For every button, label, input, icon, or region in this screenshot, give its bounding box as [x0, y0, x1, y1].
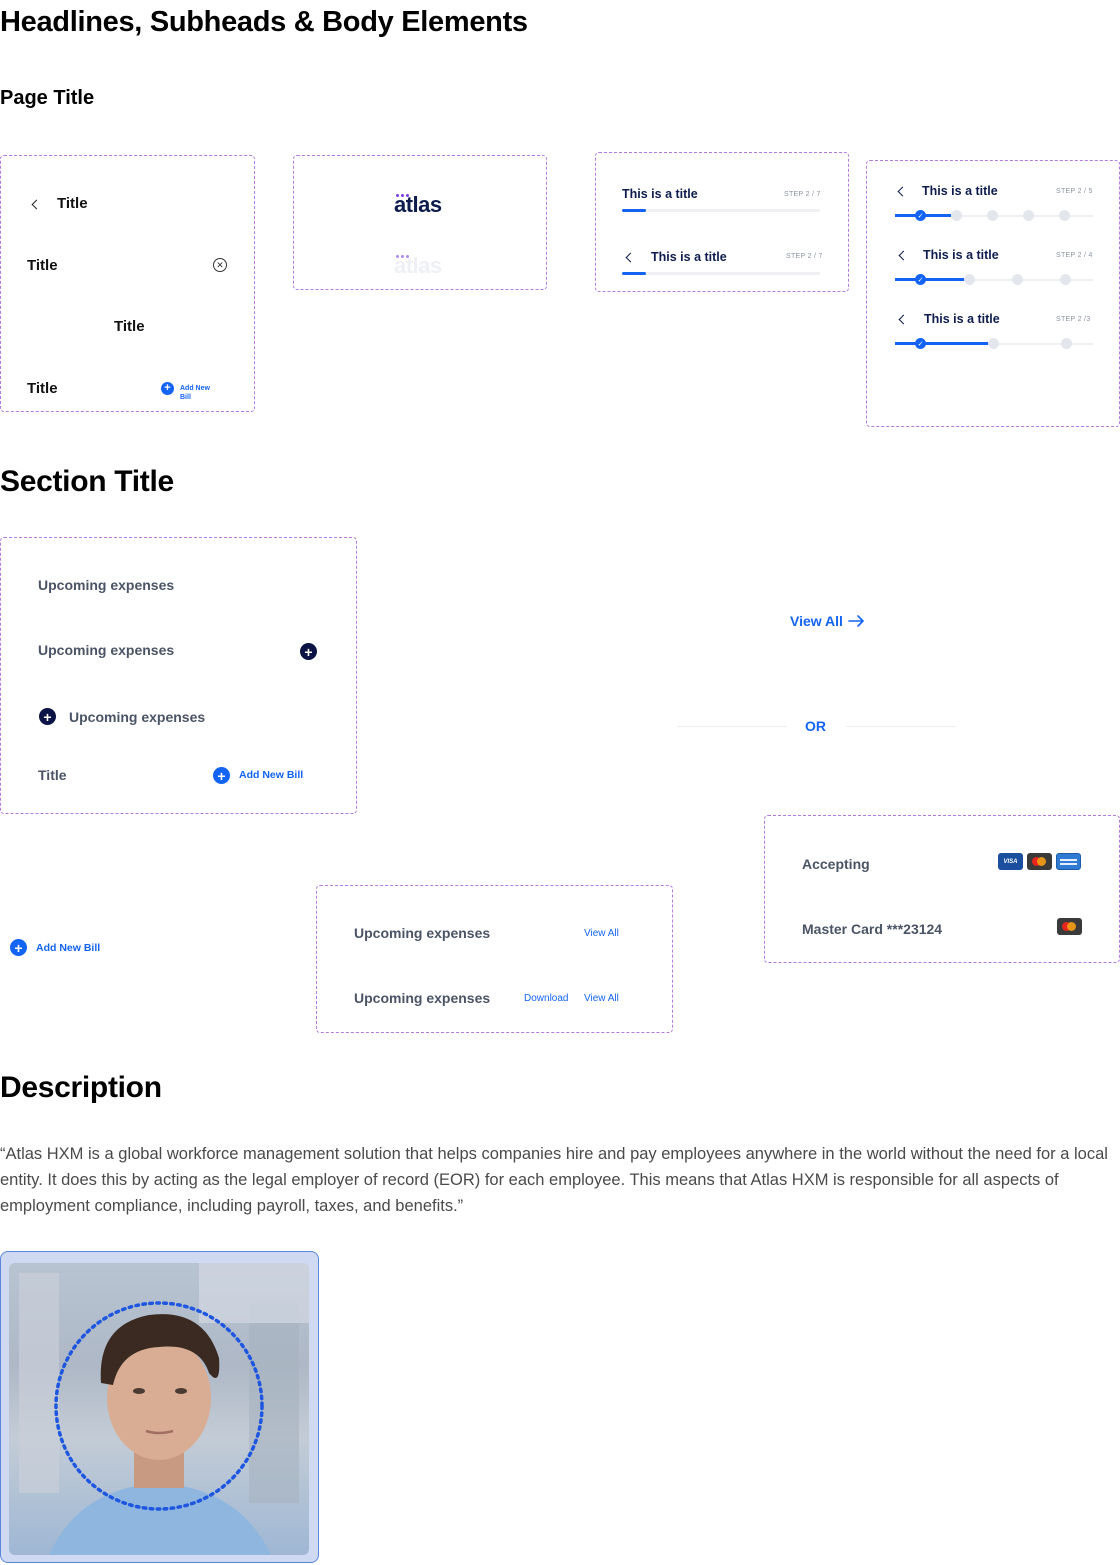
download-link[interactable]: Download [524, 993, 569, 1004]
view-all-link-small[interactable]: View All [584, 928, 619, 939]
atlas-logo-faded: atlas [394, 253, 442, 278]
section-title-frame: Upcoming expenses Upcoming expenses + + … [0, 537, 357, 814]
progress-bar [622, 272, 820, 275]
add-new-bill-label: Add New Bill [36, 941, 101, 954]
close-circle-icon[interactable]: ✕ [213, 258, 227, 272]
page-title-frame: Title Title ✕ Title Title + Add New Bill [0, 155, 255, 412]
logo-dots-faded [396, 255, 409, 258]
main-heading: Headlines, Subheads & Body Elements [0, 6, 528, 38]
page-title-heading: Page Title [0, 87, 95, 109]
title-with-back: Title [57, 195, 88, 212]
step-dot [951, 210, 962, 221]
profile-photo [9, 1263, 309, 1555]
add-bill-plus-icon[interactable]: + [213, 767, 230, 784]
progress-bar-fill [622, 272, 646, 275]
back-chevron-icon[interactable] [31, 199, 42, 210]
stepper-track [895, 279, 1093, 281]
mastercard-icon [1027, 853, 1052, 870]
section-title: Upcoming expenses [354, 925, 491, 941]
avatar-upload-frame[interactable] [0, 1251, 319, 1563]
mastercard-icon [1057, 918, 1082, 935]
logo-dots [396, 194, 409, 197]
stepper-progress [895, 278, 965, 281]
step-dot [964, 274, 975, 285]
divider-line-left [677, 726, 787, 727]
section-title: Upcoming expenses [354, 990, 491, 1006]
back-chevron-icon[interactable] [898, 250, 909, 261]
amex-card-icon [1056, 853, 1081, 870]
or-divider-label: OR [805, 718, 826, 734]
back-chevron-icon[interactable] [897, 186, 908, 197]
step-dot [987, 210, 998, 221]
view-all-label: View All [790, 613, 843, 629]
progress-bar [622, 209, 820, 212]
step-title: This is a title [622, 187, 698, 201]
step-counter: STEP 2 / 7 [786, 253, 823, 260]
progress-bar-fill [622, 209, 646, 212]
person-portrait-illustration [19, 1263, 309, 1555]
step-title-frame: This is a title STEP 2 / 7 This is a tit… [595, 152, 849, 292]
back-chevron-icon[interactable] [898, 314, 909, 325]
step-dot [988, 338, 999, 349]
section-title-heading: Section Title [0, 465, 174, 498]
step-complete-check-icon: ✓ [915, 338, 926, 349]
saved-card-label: Master Card ***23124 [802, 921, 943, 937]
view-all-link[interactable]: View All [790, 613, 865, 629]
step-title-with-back: This is a title [651, 250, 727, 264]
stepper-title: This is a title [924, 312, 1000, 326]
title-with-close: Title [27, 257, 58, 274]
section-title-leading-add: Upcoming expenses [69, 709, 206, 725]
step-counter: STEP 2 /3 [1056, 316, 1091, 323]
step-dot [1060, 274, 1071, 285]
add-new-bill-link[interactable]: Add New Bill [239, 769, 304, 781]
title-with-action: Title [27, 380, 58, 397]
stepper-title: This is a title [922, 184, 998, 198]
accepting-label: Accepting [802, 856, 870, 872]
visa-card-icon: VISA [998, 853, 1023, 870]
step-counter: STEP 2 / 7 [784, 191, 821, 198]
payment-methods-frame: Accepting VISA Master Card ***23124 [764, 815, 1120, 963]
stepper-progress [895, 342, 993, 345]
step-complete-check-icon: ✓ [915, 274, 926, 285]
description-paragraph: “Atlas HXM is a global workforce managem… [0, 1145, 1108, 1215]
add-bill-plus-icon[interactable]: + [161, 382, 174, 395]
description-heading: Description [0, 1071, 162, 1104]
view-all-link-small[interactable]: View All [584, 993, 619, 1004]
logo-frame: atlas atlas [293, 155, 547, 290]
expenses-links-frame: Upcoming expenses View All Upcoming expe… [316, 885, 673, 1033]
divider-line-right [846, 726, 956, 727]
back-chevron-icon[interactable] [625, 252, 636, 263]
section-title-with-action: Title [38, 767, 67, 783]
step-dot [1023, 210, 1034, 221]
add-plus-icon: + [10, 939, 27, 956]
step-complete-check-icon: ✓ [915, 210, 926, 221]
step-counter: STEP 2 / 4 [1056, 252, 1093, 259]
stepper-title: This is a title [923, 248, 999, 262]
add-plus-icon[interactable]: + [39, 708, 56, 725]
arrow-right-icon [848, 615, 864, 627]
atlas-logo: atlas [394, 192, 442, 217]
step-dot [1059, 210, 1070, 221]
section-title: Upcoming expenses [38, 577, 175, 593]
step-dot [1061, 338, 1072, 349]
stepper-frame: This is a title STEP 2 / 5 ✓ This is a t… [866, 160, 1120, 427]
step-dot [1012, 274, 1023, 285]
add-plus-icon[interactable]: + [300, 643, 317, 660]
title-centered: Title [114, 318, 145, 335]
step-counter: STEP 2 / 5 [1056, 188, 1093, 195]
add-new-bill-button[interactable]: + Add New Bill [10, 939, 100, 956]
section-title-with-add: Upcoming expenses [38, 642, 175, 658]
add-new-bill-link-small[interactable]: Add New Bill [180, 385, 210, 401]
